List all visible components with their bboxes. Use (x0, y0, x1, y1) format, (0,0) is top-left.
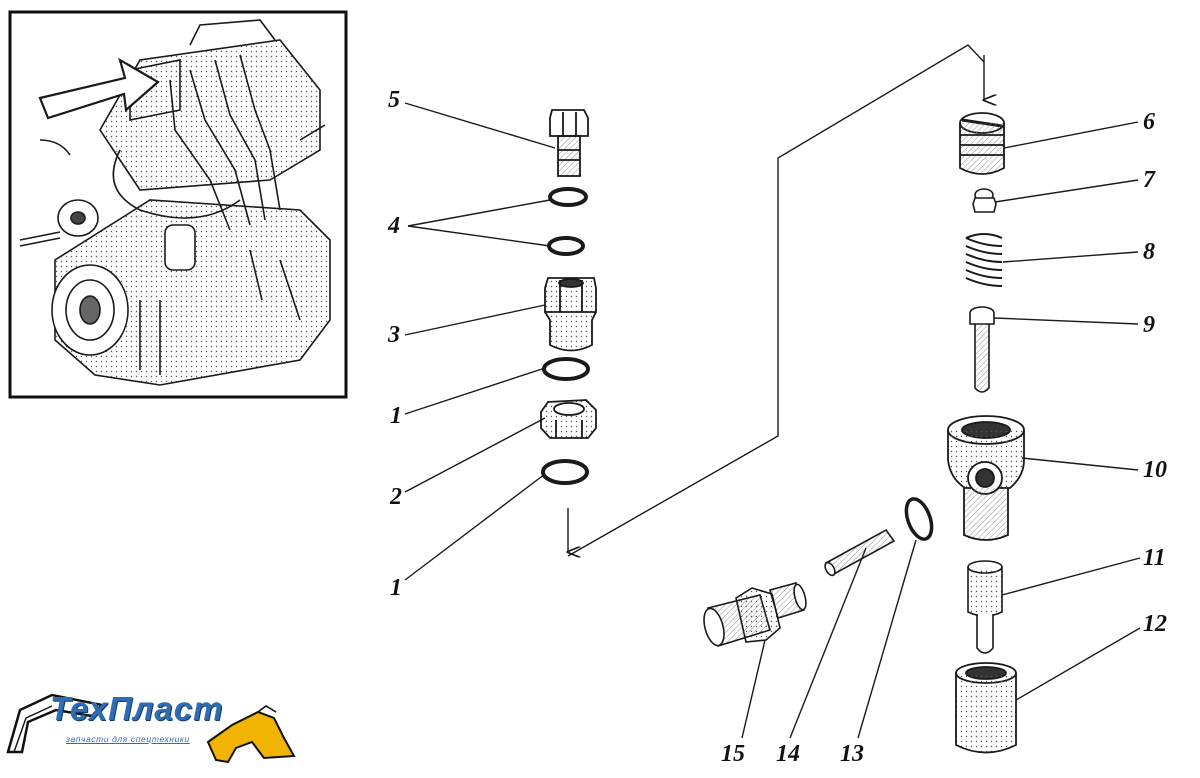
part-15-fitting (703, 582, 807, 648)
label-part-7: 7 (1143, 167, 1155, 193)
part-4-washers (547, 187, 588, 256)
part-3-union-nut (544, 277, 597, 352)
label-part-13: 13 (840, 741, 864, 767)
part-12-nozzle-nut (955, 662, 1017, 754)
label-part-2: 2 (390, 484, 402, 510)
label-part-5: 5 (388, 87, 400, 113)
label-part-11: 11 (1143, 545, 1166, 571)
part-1-ring-lower (541, 459, 589, 485)
part-6-cap (959, 112, 1005, 175)
part-14-pin (824, 528, 896, 577)
label-part-9: 9 (1143, 312, 1155, 338)
engine-illustration (19, 19, 331, 386)
label-part-1-lower: 1 (390, 575, 402, 601)
part-10-body (947, 415, 1025, 541)
part-13-ring (904, 497, 934, 541)
label-part-6: 6 (1143, 109, 1155, 135)
part-7-valve-stop (972, 188, 997, 213)
part-9-valve (969, 306, 995, 393)
label-part-4: 4 (388, 213, 400, 239)
leader-lines (404, 102, 1141, 739)
brand-logo: ТехПласт запчасти для спецтехники (0, 690, 310, 773)
label-part-1-upper: 1 (390, 403, 402, 429)
part-1-ring-upper (542, 357, 590, 381)
part-2-lock-nut (540, 399, 597, 439)
logo-excavator-graphic (6, 693, 296, 764)
flow-line (568, 44, 984, 556)
label-part-10: 10 (1143, 457, 1167, 483)
logo-tagline: запчасти для спецтехники (66, 734, 190, 744)
label-part-12: 12 (1143, 611, 1167, 637)
label-part-8: 8 (1143, 239, 1155, 265)
label-part-3: 3 (388, 322, 400, 348)
part-5-banjo-bolt (549, 109, 589, 177)
label-part-15: 15 (721, 741, 745, 767)
logo-name: ТехПласт (50, 690, 224, 727)
part-8-spring (965, 233, 1003, 287)
part-11-nozzle (967, 560, 1003, 654)
engine-inset (8, 10, 348, 399)
label-part-14: 14 (776, 741, 800, 767)
